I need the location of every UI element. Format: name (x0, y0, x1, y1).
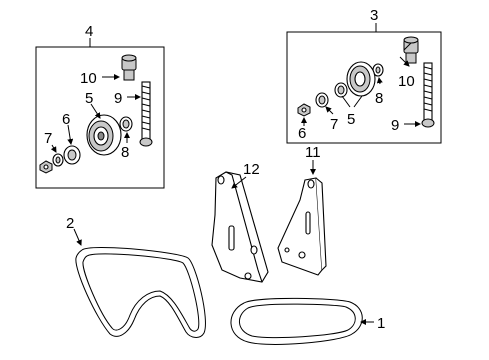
bracket-left (211, 171, 269, 283)
cap-right (372, 63, 384, 77)
spacer-right (334, 82, 348, 98)
callout-7-left: 7 (44, 130, 52, 147)
bolt-left (139, 81, 153, 147)
stud-right (403, 36, 419, 64)
callout-1: 1 (377, 315, 385, 332)
stud-left (121, 54, 137, 81)
belt-long (75, 246, 206, 338)
bracket-right (277, 177, 327, 276)
washer-right-small (315, 92, 329, 108)
callout-9-left: 9 (114, 90, 122, 107)
callout-10-right: 10 (398, 73, 415, 90)
callout-6-right: 6 (298, 125, 306, 142)
washer-left-small (52, 153, 64, 167)
nut-left (39, 160, 53, 174)
callout-3: 3 (370, 7, 378, 24)
idler-assembly-group: 4 10 9 (35, 23, 165, 189)
belt-short (230, 297, 363, 345)
callout-9-right: 9 (391, 117, 399, 134)
washer-left-large (63, 145, 81, 165)
callout-8-right: 8 (375, 90, 383, 107)
callout-12: 12 (243, 161, 260, 178)
callout-10-left: 10 (80, 70, 97, 87)
pulley-right (346, 61, 376, 97)
callout-5-left: 5 (85, 90, 93, 107)
nut-right (297, 103, 311, 117)
callout-11: 11 (305, 144, 321, 161)
callout-2: 2 (66, 215, 74, 232)
callout-8-left: 8 (121, 144, 129, 161)
callout-7-right: 7 (330, 116, 338, 133)
callout-4: 4 (85, 23, 93, 40)
callout-6-left: 6 (62, 111, 70, 128)
tensioner-assembly-group: 3 10 9 8 (286, 7, 442, 144)
cap-left (119, 116, 133, 132)
pulley-left (86, 114, 122, 156)
callout-5-right: 5 (347, 111, 355, 128)
bolt-right (421, 62, 435, 128)
